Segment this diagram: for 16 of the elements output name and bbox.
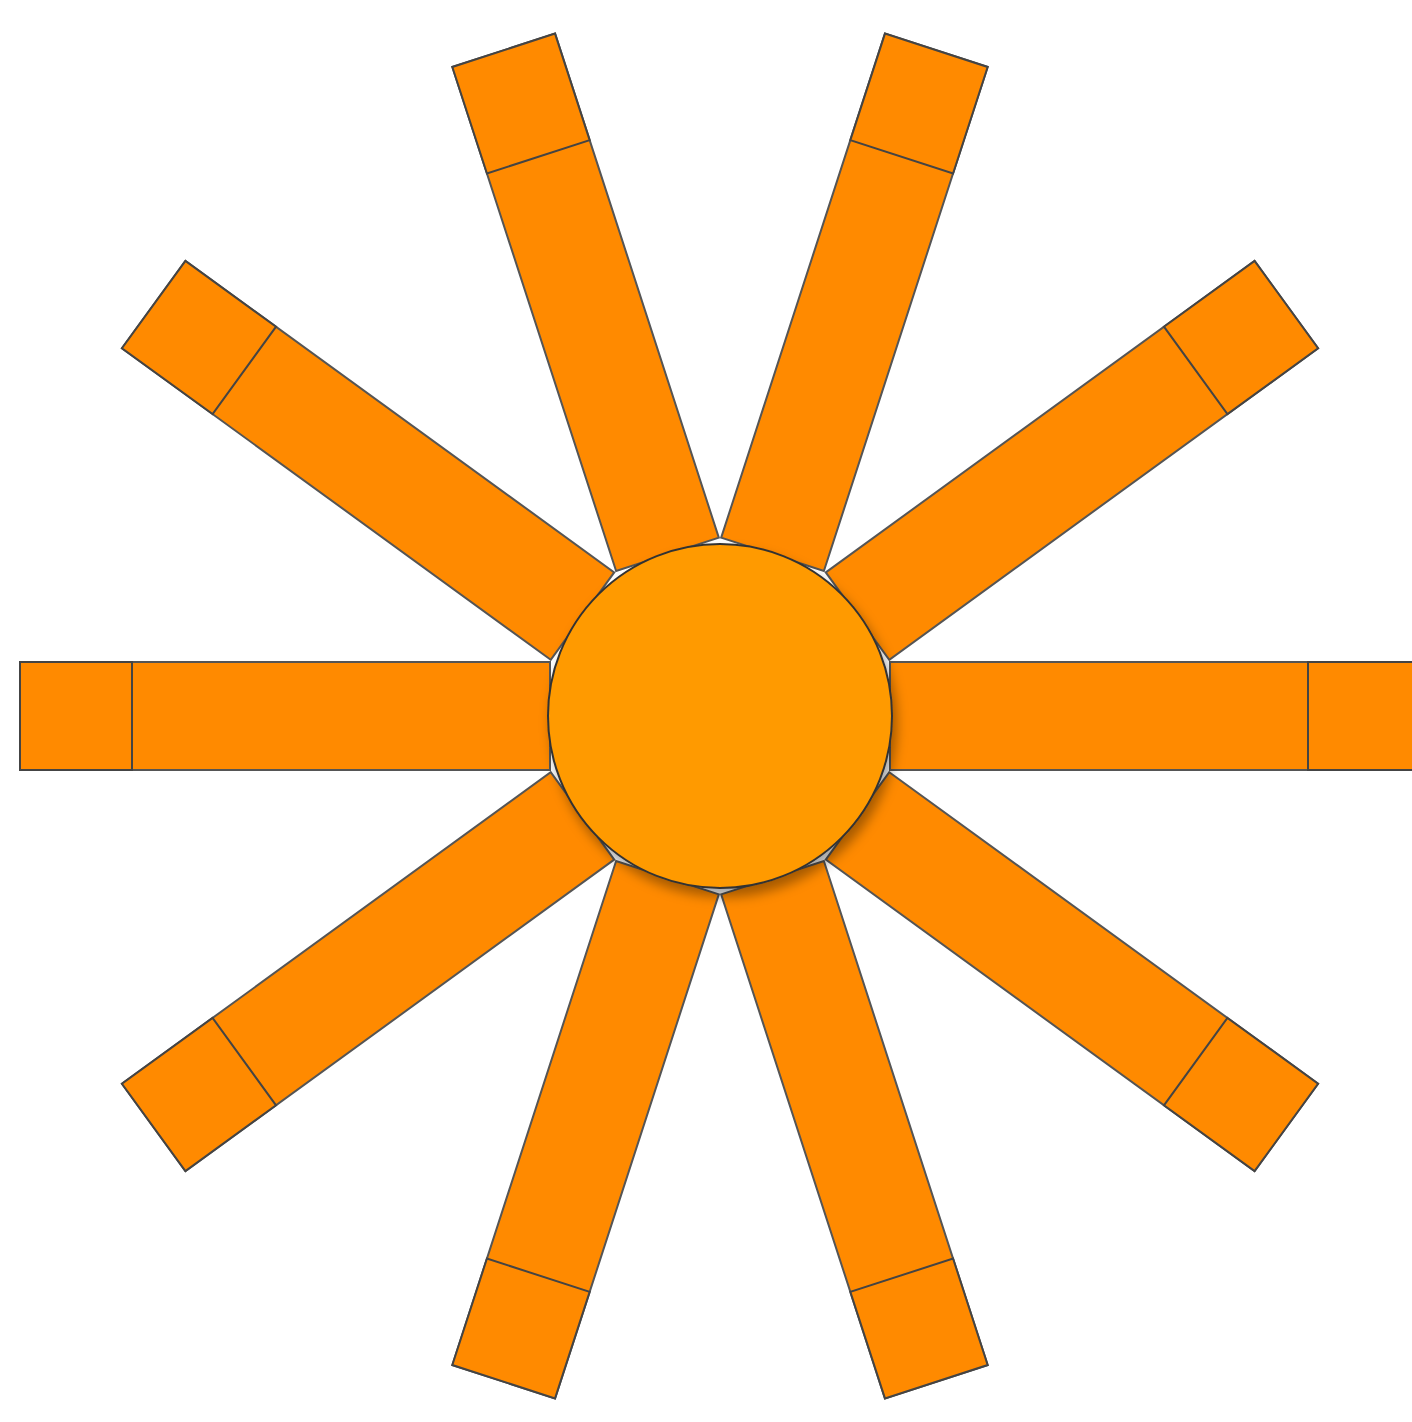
spoke-end-segment [849,32,989,175]
spoke-end-segment [1162,259,1320,416]
spoke-end-segment [849,1257,989,1400]
hub-circle [547,543,893,889]
spoke-end-segment [120,1016,278,1173]
spoke-end-segment [19,661,133,771]
spoke-bar [889,661,1412,771]
spoke-bar [120,259,616,662]
spoke-end-segment [451,32,591,175]
spoke-bar [19,661,551,771]
spoke-end-segment [451,1257,591,1400]
spoke-end-segment [1162,1016,1320,1173]
spoke-end-segment [1307,661,1412,771]
spoke-bar [451,859,721,1400]
spoke-bar [719,859,989,1400]
spoke-end-segment [120,259,278,416]
